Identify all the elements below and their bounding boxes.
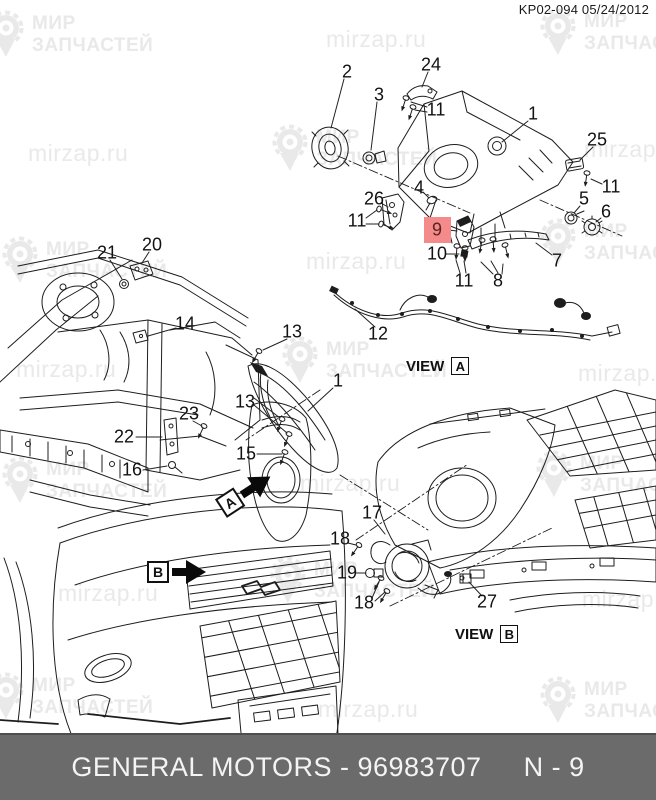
callout-20: 20 bbox=[141, 234, 163, 255]
direction-arrow-B: B bbox=[147, 558, 208, 586]
bulb-part-5 bbox=[564, 210, 585, 225]
callout-14: 14 bbox=[174, 313, 196, 334]
wiring-harness-drawing bbox=[329, 285, 621, 341]
callout-17: 17 bbox=[361, 502, 383, 523]
callout-11: 11 bbox=[454, 270, 474, 291]
bracket-part-9 bbox=[455, 215, 475, 249]
callout-27: 27 bbox=[476, 591, 498, 612]
clip-part-10 bbox=[460, 249, 469, 258]
callout-11: 11 bbox=[426, 99, 446, 120]
clip-part-25 bbox=[565, 157, 585, 172]
callout-5: 5 bbox=[578, 188, 590, 209]
callout-1: 1 bbox=[527, 103, 539, 124]
view-label-B: VIEW B bbox=[455, 625, 519, 643]
callout-23: 23 bbox=[178, 403, 200, 424]
leader-lines bbox=[109, 71, 603, 602]
callout-8: 8 bbox=[492, 270, 504, 291]
callout-24: 24 bbox=[420, 54, 442, 75]
footer-page-ref: N - 9 bbox=[523, 752, 585, 782]
callout-4: 4 bbox=[413, 177, 425, 198]
callout-11: 11 bbox=[601, 176, 621, 197]
callout-19: 19 bbox=[336, 562, 358, 583]
headlamp-assembly-drawing bbox=[337, 90, 623, 244]
callout-2: 2 bbox=[341, 61, 353, 82]
trim-strip-part-7 bbox=[467, 230, 550, 250]
support-part-22 bbox=[163, 417, 179, 456]
footer-title: GENERAL MOTORS - 96983707 bbox=[71, 752, 482, 782]
solid-arrow-icon bbox=[172, 560, 206, 584]
doc-code: KP02-094 05/24/2012 bbox=[518, 2, 649, 17]
view-letter-box: B bbox=[500, 625, 519, 643]
bolt-part-4 bbox=[425, 195, 438, 211]
callout-12: 12 bbox=[367, 323, 389, 344]
view-word: VIEW bbox=[455, 625, 494, 643]
front-bumper-drawing bbox=[0, 491, 346, 733]
exploded-parts-drawing bbox=[0, 71, 656, 733]
callout-10: 10 bbox=[426, 243, 448, 264]
solid-arrow-icon bbox=[239, 476, 271, 499]
callout-1: 1 bbox=[332, 370, 344, 391]
direction-arrow-A: A bbox=[213, 464, 279, 521]
callout-3: 3 bbox=[373, 84, 385, 105]
fog-lamp-drawing bbox=[365, 539, 452, 599]
callout-6: 6 bbox=[600, 201, 612, 222]
bracket-part-26 bbox=[381, 193, 405, 231]
bulb-part-3 bbox=[362, 150, 387, 165]
callout-11: 11 bbox=[347, 210, 367, 231]
callout-13: 13 bbox=[234, 391, 256, 412]
callout-13: 13 bbox=[281, 321, 303, 342]
clip-part-24 bbox=[406, 85, 438, 101]
callout-18: 18 bbox=[329, 528, 351, 549]
callout-7: 7 bbox=[551, 250, 563, 271]
engine-bay-drawing bbox=[0, 249, 261, 517]
lower-fascia-drawing bbox=[355, 389, 656, 613]
callout-22: 22 bbox=[113, 426, 135, 447]
callout-18: 18 bbox=[353, 592, 375, 613]
callout-9: 9 bbox=[431, 219, 443, 240]
callout-16: 16 bbox=[121, 459, 143, 480]
footer-bar: GENERAL MOTORS - 96983707 N - 9 bbox=[0, 733, 656, 800]
bulb-cap-part-2 bbox=[311, 126, 350, 170]
bolt-part-16 bbox=[168, 461, 183, 474]
grommet-part-21 bbox=[119, 279, 129, 289]
clip-part-14 bbox=[132, 329, 149, 344]
callout-21: 21 bbox=[96, 242, 118, 263]
view-label-A: VIEW A bbox=[406, 357, 470, 375]
socket-part-6 bbox=[581, 215, 603, 236]
view-word: VIEW bbox=[406, 357, 445, 375]
direction-letter-box: B bbox=[147, 561, 169, 583]
highlight-box bbox=[424, 217, 451, 243]
callout-26: 26 bbox=[363, 188, 385, 209]
callout-25: 25 bbox=[586, 129, 608, 150]
callout-15: 15 bbox=[235, 443, 257, 464]
view-letter-box: A bbox=[451, 357, 470, 375]
